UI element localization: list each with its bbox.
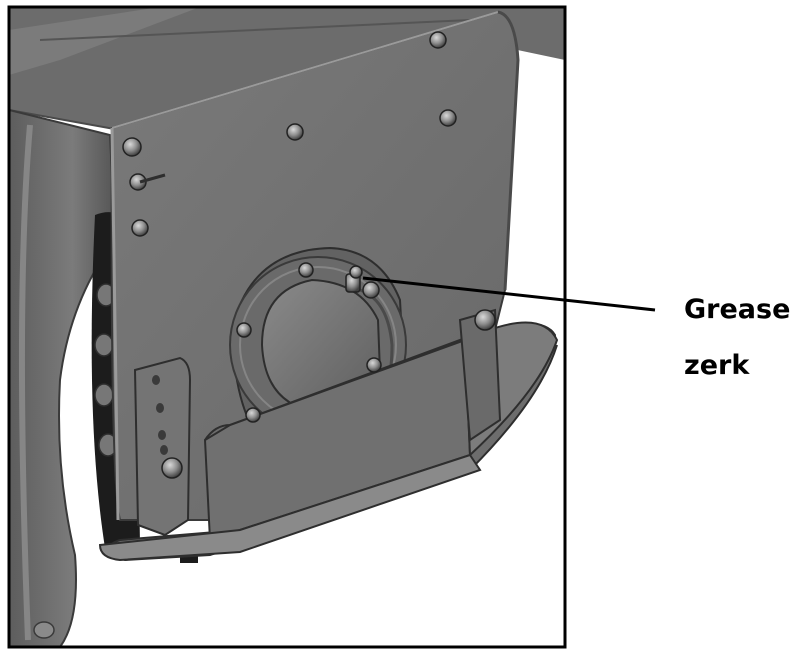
illustration-body: [9, 7, 565, 647]
callout-leader-line: [362, 276, 656, 312]
image-frame: [7, 5, 567, 649]
callout-label-zerk: zerk: [684, 350, 750, 381]
callout-label-grease: Grease: [684, 294, 791, 325]
grease-zerk-icon: [345, 265, 363, 293]
bolt-icon: [122, 31, 496, 479]
